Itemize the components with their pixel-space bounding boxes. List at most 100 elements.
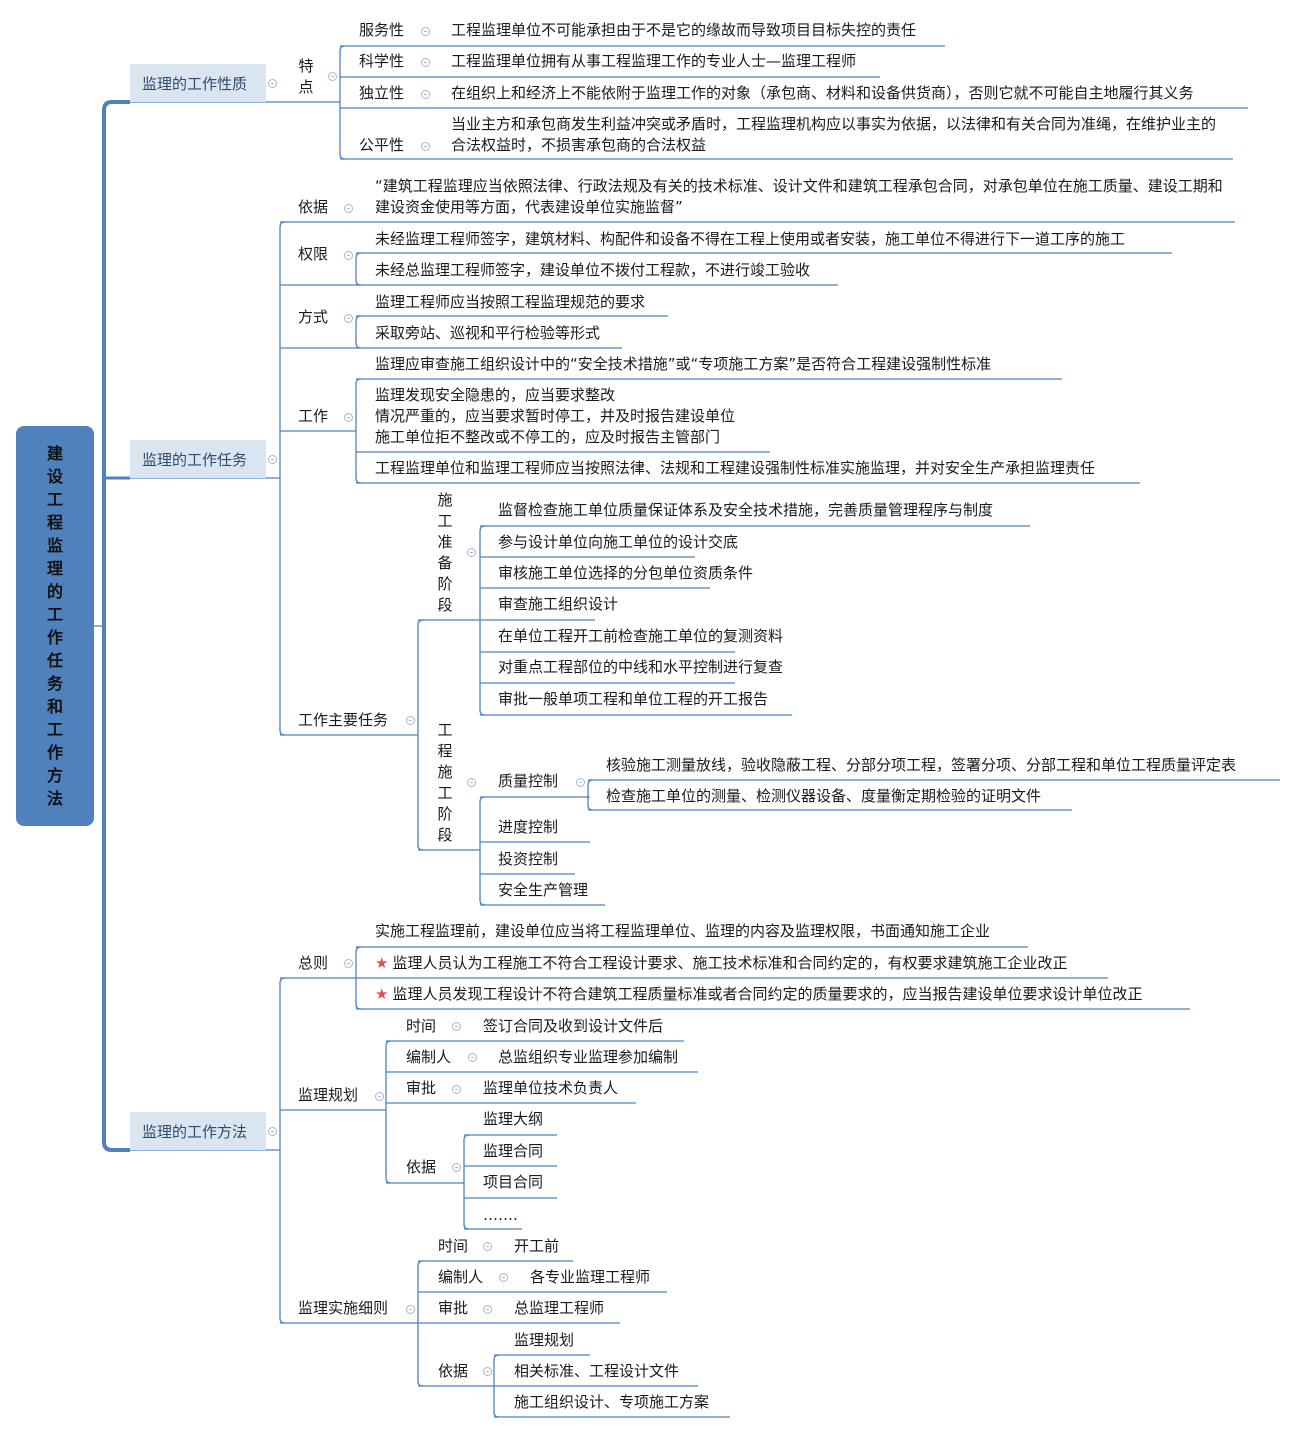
topic-implementation-rules[interactable]: 监理实施细则 xyxy=(298,1299,389,1317)
topic-prep-stage[interactable]: 施工准备阶段 xyxy=(437,491,453,614)
basis-text[interactable]: “建筑工程监理应当依照法律、行政法规及有关的技术标准、设计文件和建筑工程承包合同… xyxy=(375,177,1223,216)
work-item[interactable]: 工程监理单位和监理工程师应当按照法律、法规和工程建设强制性标准实施监理，并对安全… xyxy=(375,459,1096,477)
rules-author-value[interactable]: 各专业监理工程师 xyxy=(530,1268,651,1286)
plan-basis-item[interactable]: 项目合同 xyxy=(483,1173,544,1191)
collapse-toggle-icon[interactable] xyxy=(483,1367,492,1376)
authority-item[interactable]: 未经总监理工程师签字，建设单位不拨付工程款，不进行竣工验收 xyxy=(375,261,811,279)
authority-item[interactable]: 未经监理工程师签字，建筑材料、构配件和设备不得在工程上使用或者安装，施工单位不得… xyxy=(375,230,1126,248)
collapse-toggle-icon[interactable] xyxy=(344,959,353,968)
feature-label[interactable]: 服务性 xyxy=(359,21,405,39)
topic-manner[interactable]: 方式 xyxy=(298,308,329,326)
collapse-toggle-icon[interactable] xyxy=(483,1242,492,1251)
collapse-toggle-icon[interactable] xyxy=(499,1273,508,1282)
manner-item[interactable]: 监理工程师应当按照工程监理规范的要求 xyxy=(375,293,646,311)
rules-basis-item[interactable]: 监理规划 xyxy=(514,1331,575,1349)
plan-time-value[interactable]: 签订合同及收到设计文件后 xyxy=(483,1017,664,1035)
collapse-toggle-icon[interactable] xyxy=(421,27,430,36)
topic-construction-stage[interactable]: 工程施工阶段 xyxy=(437,721,453,844)
rules-basis-item[interactable]: 相关标准、工程设计文件 xyxy=(514,1362,680,1380)
topic-work[interactable]: 工作 xyxy=(298,407,329,425)
collapse-toggle-icon[interactable] xyxy=(344,204,353,213)
collapse-toggle-icon[interactable] xyxy=(344,314,353,323)
prep-item[interactable]: 监督检查施工单位质量保证体系及安全技术措施，完善质量管理程序与制度 xyxy=(498,501,994,519)
collapse-toggle-icon[interactable] xyxy=(406,1305,415,1314)
prep-item[interactable]: 参与设计单位向施工单位的设计交底 xyxy=(498,533,739,551)
rules-time-label[interactable]: 时间 xyxy=(438,1237,469,1255)
collapse-toggle-icon[interactable] xyxy=(406,716,415,725)
collapse-toggle-icon[interactable] xyxy=(344,413,353,422)
topic-work-tasks-label: 监理的工作任务 xyxy=(142,450,248,469)
topic-work-nature[interactable]: 监理的工作性质 xyxy=(130,64,266,102)
feature-text[interactable]: 当业主方和承包商发生利益冲突或矛盾时，工程监理机构应以事实为依据，以法律和有关合… xyxy=(451,115,1217,154)
work-item[interactable]: 情况严重的，应当要求暂时停工，并及时报告建设单位 xyxy=(375,407,736,425)
feature-label[interactable]: 独立性 xyxy=(359,84,405,102)
quality-item[interactable]: 核验施工测量放线，验收隐蔽工程、分部分项工程，签署分项、分部工程和单位工程质量评… xyxy=(606,756,1237,774)
rules-author-label[interactable]: 编制人 xyxy=(438,1268,484,1286)
topic-authority[interactable]: 权限 xyxy=(298,245,329,263)
plan-basis-item[interactable]: 监理大纲 xyxy=(483,1110,544,1128)
manner-item[interactable]: 采取旁站、巡视和平行检验等形式 xyxy=(375,324,601,342)
work-item[interactable]: 监理应审查施工组织设计中的“安全技术措施”或“专项施工方案”是否符合工程建设强制… xyxy=(375,355,992,373)
topic-features[interactable]: 特点 xyxy=(298,57,314,96)
collapse-toggle-icon[interactable] xyxy=(452,1022,461,1031)
collapse-toggle-icon[interactable] xyxy=(421,142,430,151)
collapse-toggle-icon[interactable] xyxy=(268,455,277,464)
work-item[interactable]: 监理发现安全隐患的，应当要求整改 xyxy=(375,386,616,404)
feature-text[interactable]: 工程监理单位拥有从事工程监理工作的专业人士—监理工程师 xyxy=(451,52,857,70)
root-topic[interactable]: 建设工程监理的工作任务和工作方法 xyxy=(16,426,94,826)
prep-item[interactable]: 对重点工程部位的中线和水平控制进行复查 xyxy=(498,658,784,676)
collapse-toggle-icon[interactable] xyxy=(467,778,476,787)
collapse-toggle-icon[interactable] xyxy=(375,1092,384,1101)
prep-item[interactable]: 审核施工单位选择的分包单位资质条件 xyxy=(498,564,754,582)
topic-schedule-control[interactable]: 进度控制 xyxy=(498,818,559,836)
general-item[interactable]: ★监理人员认为工程施工不符合工程设计要求、施工技术标准和合同约定的，有权要求建筑… xyxy=(375,954,1068,972)
feature-label[interactable]: 公平性 xyxy=(359,136,405,154)
plan-approval-value[interactable]: 监理单位技术负责人 xyxy=(483,1079,619,1097)
rules-approval-label[interactable]: 审批 xyxy=(438,1299,469,1317)
plan-basis-item[interactable]: ……. xyxy=(483,1206,518,1224)
collapse-toggle-icon[interactable] xyxy=(467,548,476,557)
collapse-toggle-icon[interactable] xyxy=(268,1127,277,1136)
star-icon: ★ xyxy=(375,985,389,1003)
rules-time-value[interactable]: 开工前 xyxy=(514,1237,560,1255)
collapse-toggle-icon[interactable] xyxy=(452,1085,461,1094)
topic-quality-control[interactable]: 质量控制 xyxy=(498,772,559,790)
topic-investment-control[interactable]: 投资控制 xyxy=(498,850,559,868)
collapse-toggle-icon[interactable] xyxy=(344,251,353,260)
rules-approval-value[interactable]: 总监理工程师 xyxy=(514,1299,605,1317)
topic-general[interactable]: 总则 xyxy=(298,954,329,972)
prep-item[interactable]: 审查施工组织设计 xyxy=(498,595,619,613)
quality-item[interactable]: 检查施工单位的测量、检测仪器设备、度量衡定期检验的证明文件 xyxy=(606,787,1042,805)
topic-safety-management[interactable]: 安全生产管理 xyxy=(498,881,589,899)
collapse-toggle-icon[interactable] xyxy=(268,79,277,88)
general-item[interactable]: ★监理人员发现工程设计不符合建筑工程质量标准或者合同约定的质量要求的，应当报告建… xyxy=(375,985,1143,1003)
plan-time-label[interactable]: 时间 xyxy=(406,1017,437,1035)
plan-author-label[interactable]: 编制人 xyxy=(406,1048,452,1066)
plan-basis-item[interactable]: 监理合同 xyxy=(483,1142,544,1160)
plan-approval-label[interactable]: 审批 xyxy=(406,1079,437,1097)
collapse-toggle-icon[interactable] xyxy=(421,90,430,99)
feature-text[interactable]: 工程监理单位不可能承担由于不是它的缘故而导致项目目标失控的责任 xyxy=(451,21,917,39)
feature-text[interactable]: 在组织上和经济上不能依附于监理工作的对象（承包商、材料和设备供货商），否则它就不… xyxy=(451,84,1194,102)
plan-basis-label[interactable]: 依据 xyxy=(406,1158,437,1176)
collapse-toggle-icon[interactable] xyxy=(452,1163,461,1172)
collapse-toggle-icon[interactable] xyxy=(483,1305,492,1314)
prep-item[interactable]: 在单位工程开工前检查施工单位的复测资料 xyxy=(498,627,784,645)
topic-supervision-plan[interactable]: 监理规划 xyxy=(298,1086,359,1104)
prep-item[interactable]: 审批一般单项工程和单位工程的开工报告 xyxy=(498,690,769,708)
topic-basis[interactable]: 依据 xyxy=(298,198,329,216)
topic-work-tasks[interactable]: 监理的工作任务 xyxy=(130,440,266,478)
rules-basis-item[interactable]: 施工组织设计、专项施工方案 xyxy=(514,1393,710,1411)
collapse-toggle-icon[interactable] xyxy=(468,1053,477,1062)
star-icon: ★ xyxy=(375,954,389,972)
topic-work-methods[interactable]: 监理的工作方法 xyxy=(130,1112,266,1150)
general-item[interactable]: 实施工程监理前，建设单位应当将工程监理单位、监理的内容及监理权限，书面通知施工企… xyxy=(375,922,991,940)
collapse-toggle-icon[interactable] xyxy=(328,72,337,81)
work-item[interactable]: 施工单位拒不整改或不停工的，应及时报告主管部门 xyxy=(375,428,721,446)
rules-basis-label[interactable]: 依据 xyxy=(438,1362,469,1380)
collapse-toggle-icon[interactable] xyxy=(576,778,585,787)
collapse-toggle-icon[interactable] xyxy=(421,58,430,67)
feature-label[interactable]: 科学性 xyxy=(359,52,405,70)
topic-main-tasks[interactable]: 工作主要任务 xyxy=(298,711,389,729)
plan-author-value[interactable]: 总监组织专业监理参加编制 xyxy=(498,1048,679,1066)
